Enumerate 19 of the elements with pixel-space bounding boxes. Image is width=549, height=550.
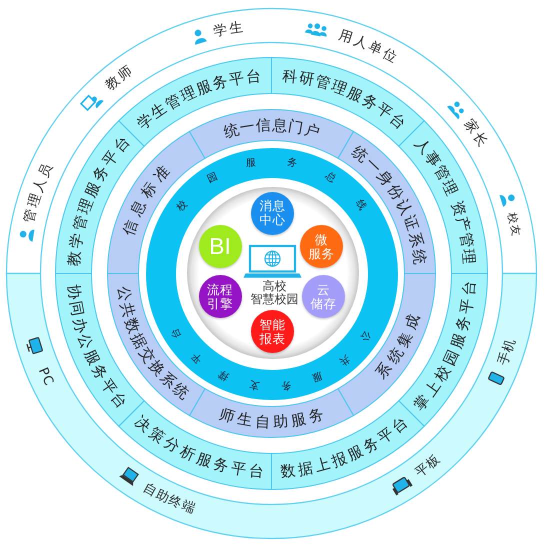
device-label: 平板 [412,451,444,480]
segment-label: 系统集成 [372,308,424,382]
user-label: 教师 [102,61,138,94]
device-label: PC [35,365,57,389]
user-label: 管理人员 [20,158,57,224]
center-label: 高校智慧校园 [250,280,298,306]
user-label: 用人单位 [336,27,402,68]
service-label: 智能报表 [260,318,286,346]
user-label: 学生 [212,18,246,40]
service-label: 流程引擎 [207,282,233,311]
service-label: BI [209,234,231,260]
service-label: 消息中心 [260,199,286,228]
device-label: 手机 [495,336,518,368]
segment-label: 师生自助服务 [218,403,329,432]
device-label: 自助终端 [140,480,198,517]
user-label: 家长 [460,116,492,152]
service-label: 微服务 [308,232,335,261]
user-label: 校友 [506,211,524,239]
service-label: 云储存 [310,282,336,311]
